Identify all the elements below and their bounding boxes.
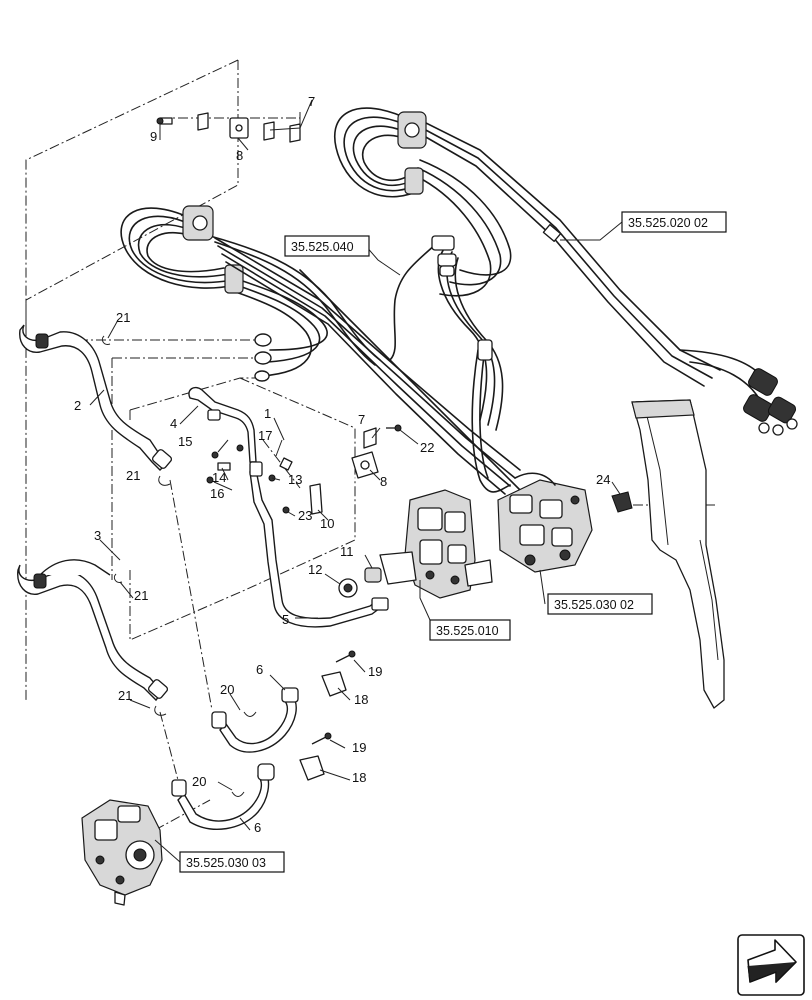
hose-6-upper [211, 687, 299, 753]
svg-text:35.525.030 02: 35.525.030 02 [554, 598, 634, 612]
svg-text:35.525.010: 35.525.010 [436, 624, 499, 638]
callout-15: 15 [178, 434, 192, 449]
main-control-valve [497, 472, 593, 573]
callout-5: 5 [282, 612, 289, 627]
leader-lines [89, 99, 623, 863]
callout-16: 16 [210, 486, 224, 501]
ref-box-35-525-030-03[interactable]: 35.525.030 03 [179, 851, 285, 873]
callout-3: 3 [94, 528, 101, 543]
callout-17: 17 [258, 428, 272, 443]
ref-box-35-525-030-02[interactable]: 35.525.030 02 [547, 593, 653, 615]
left-hose-loop [120, 205, 381, 382]
callout-22: 22 [420, 440, 434, 455]
callout-8-top: 8 [236, 148, 243, 163]
hose-6-lower [171, 763, 275, 830]
callout-9: 9 [150, 129, 157, 144]
callout-13: 13 [288, 472, 302, 487]
right-hose-ends [679, 349, 798, 436]
next-page-arrow-icon[interactable] [737, 934, 805, 996]
callout-6-lower: 6 [254, 820, 261, 835]
callout-4: 4 [170, 416, 177, 431]
callout-23: 23 [298, 508, 312, 523]
ref-box-35-525-010[interactable]: 35.525.010 [429, 619, 511, 641]
callout-labels: 7 9 8 21 2 4 1 15 17 7 22 21 14 13 8 16 … [74, 94, 610, 835]
hydraulic-pump [81, 799, 163, 906]
center-hose-run [389, 235, 511, 493]
long-hose-run [214, 237, 521, 495]
callout-24: 24 [596, 472, 610, 487]
callout-19-lower: 19 [352, 740, 366, 755]
tube-2 [19, 324, 173, 471]
tube-4-5 [188, 386, 389, 628]
callout-21-a: 21 [116, 310, 130, 325]
callout-21-c: 21 [134, 588, 148, 603]
callout-7-mid: 7 [358, 412, 365, 427]
callout-8-mid: 8 [380, 474, 387, 489]
callout-20-upper: 20 [220, 682, 234, 697]
callout-11: 11 [340, 544, 354, 559]
callout-21-d: 21 [118, 688, 132, 703]
callout-20-lower: 20 [192, 774, 206, 789]
svg-text:35.525.030 03: 35.525.030 03 [186, 856, 266, 870]
callout-2: 2 [74, 398, 81, 413]
callout-18-lower: 18 [352, 770, 366, 785]
callout-21-b: 21 [126, 468, 140, 483]
center-valve-block [379, 489, 493, 599]
svg-text:35.525.020 02: 35.525.020 02 [628, 216, 708, 230]
callout-14: 14 [212, 470, 226, 485]
right-hose-loop [334, 107, 721, 387]
callout-10: 10 [320, 516, 334, 531]
callout-18-upper: 18 [354, 692, 368, 707]
small-hardware [101, 112, 633, 797]
hose-cover-panel [631, 399, 725, 709]
tube-3 [17, 559, 169, 702]
ref-box-35-525-020-02[interactable]: 35.525.020 02 [621, 211, 727, 233]
ref-box-35-525-040[interactable]: 35.525.040 [284, 235, 370, 257]
callout-19-upper: 19 [368, 664, 382, 679]
callout-1: 1 [264, 406, 271, 421]
callout-12: 12 [308, 562, 322, 577]
callout-6-upper: 6 [256, 662, 263, 677]
svg-text:35.525.040: 35.525.040 [291, 240, 354, 254]
callout-7-top: 7 [308, 94, 315, 109]
